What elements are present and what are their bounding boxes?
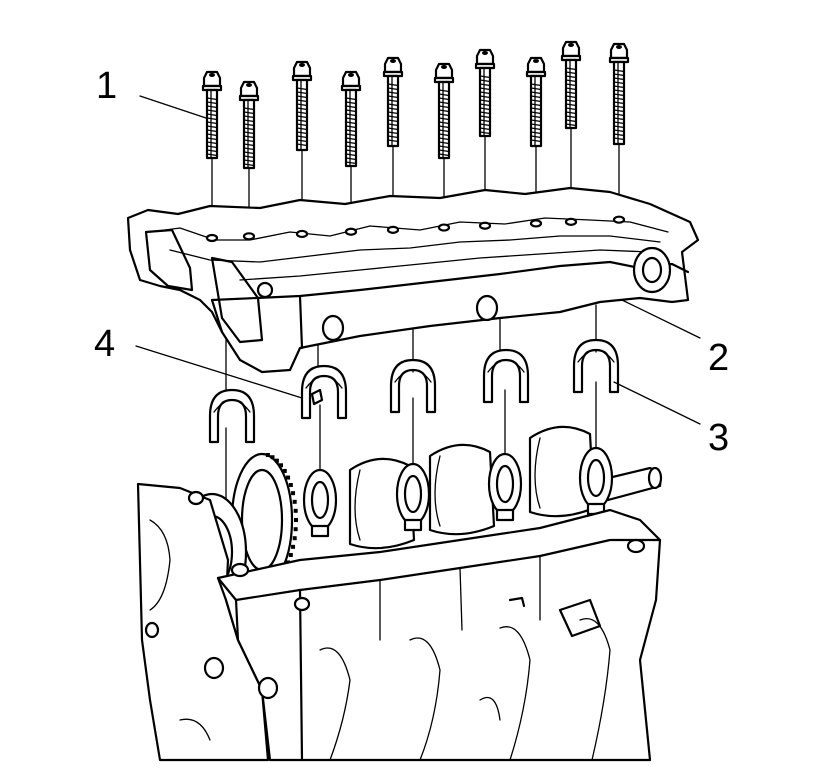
- callout-4: 4: [94, 323, 303, 399]
- bolt-hole: [529, 219, 543, 228]
- reluctor-tooth: [265, 453, 270, 458]
- bolt: [474, 48, 496, 138]
- reluctor-tooth: [293, 508, 298, 513]
- reluctor-tooth: [279, 463, 284, 468]
- callout-2: 2: [621, 299, 729, 379]
- bolt: [560, 40, 582, 130]
- bolt-hole: [344, 227, 358, 236]
- bolt: [201, 70, 223, 160]
- bearing-shell: [572, 338, 620, 394]
- reluctor-tooth: [292, 499, 297, 504]
- crank-web: [487, 452, 523, 522]
- bolt-hole: [242, 232, 256, 241]
- bearing-shell: [300, 364, 348, 420]
- bolt: [608, 42, 630, 146]
- reluctor-tooth: [291, 544, 296, 549]
- bolt: [525, 56, 547, 148]
- engine-block: [136, 482, 662, 762]
- bearing-shell: [389, 358, 437, 414]
- callout-3: 3: [613, 381, 729, 459]
- upper-bearing-shells: [208, 338, 620, 444]
- callout-1: 1: [96, 65, 207, 119]
- crank-web: [578, 446, 614, 516]
- bearing-shell: [482, 348, 530, 404]
- callout-4-label: 4: [94, 323, 115, 365]
- crank-web: [302, 468, 338, 538]
- bolt-hole: [386, 225, 400, 234]
- reluctor-tooth: [274, 458, 279, 463]
- reluctor-tooth: [293, 527, 298, 532]
- reluctor-tooth: [288, 483, 293, 488]
- bolt: [291, 60, 313, 152]
- bolt-hole: [205, 233, 219, 243]
- bolt-hole: [437, 223, 451, 232]
- reluctor-tooth: [282, 468, 287, 473]
- bolt-hole: [564, 217, 578, 226]
- bolt-hole: [612, 215, 626, 224]
- bolt: [433, 62, 455, 160]
- reluctor-tooth: [286, 475, 291, 480]
- reluctor-tooth: [288, 552, 293, 557]
- crank-web: [428, 443, 496, 536]
- reluctor-tooth: [291, 491, 296, 496]
- callout-1-label: 1: [96, 65, 117, 107]
- callout-3-label: 3: [708, 417, 729, 459]
- bearing-shell: [208, 388, 256, 444]
- reluctor-tooth: [270, 455, 275, 460]
- bolt: [382, 56, 404, 148]
- reluctor-tooth: [294, 518, 298, 522]
- bolt: [340, 70, 362, 168]
- bolt-hole: [478, 221, 492, 230]
- crankshaft: [176, 425, 663, 612]
- bolt-set: [201, 40, 630, 170]
- crank-web: [395, 462, 431, 532]
- bearing-cap-bedplate: [126, 186, 700, 374]
- bolt-hole: [295, 229, 309, 239]
- callout-2-label: 2: [708, 337, 729, 379]
- reluctor-tooth: [292, 536, 297, 541]
- bolt: [238, 80, 260, 170]
